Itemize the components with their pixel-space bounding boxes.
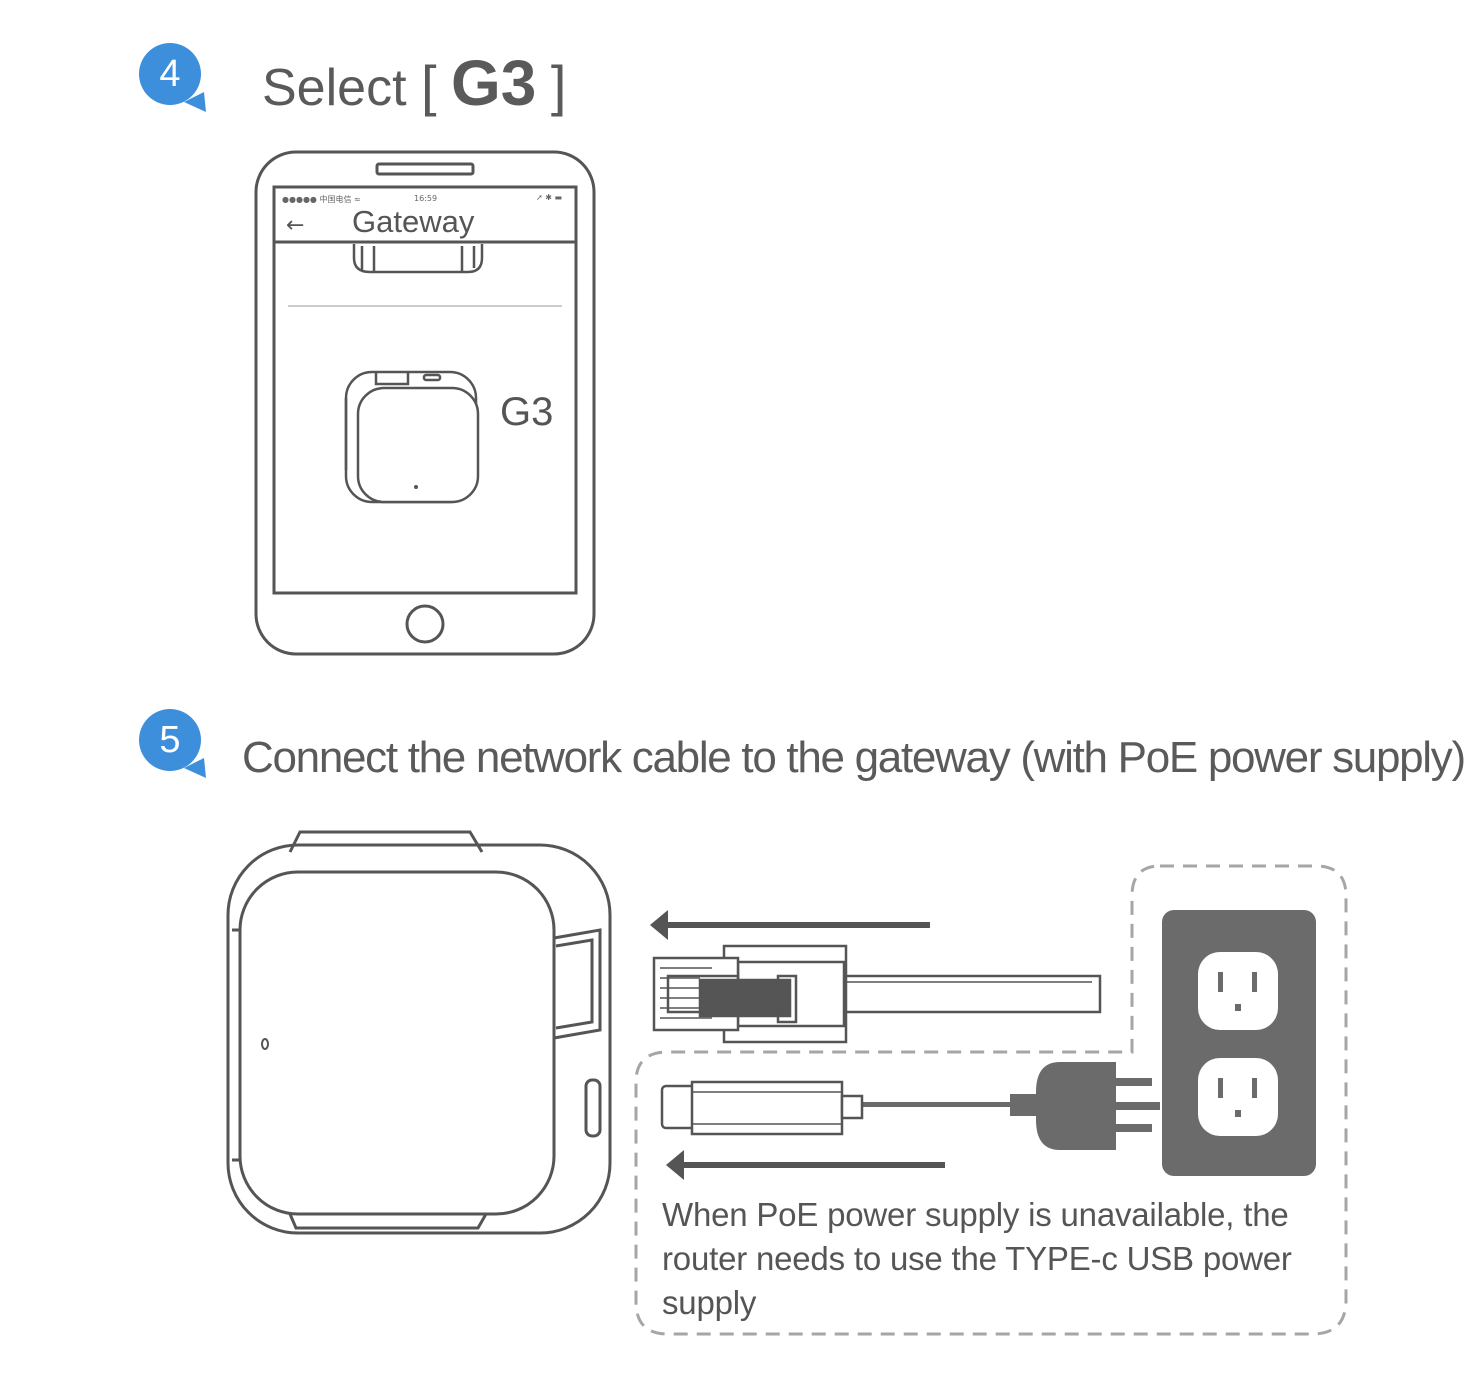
step-4-title-prefix: Select — [262, 59, 407, 117]
arrow-left-icon — [650, 910, 930, 940]
usb-power-note: When PoE power supply is unavailable, th… — [662, 1196, 1292, 1321]
status-indicators: ➚ ✱ ▬ — [536, 193, 563, 202]
ethernet-cable-icon — [652, 944, 1102, 1044]
bracket-close: ] — [550, 54, 567, 117]
arrow-left-icon[interactable]: ← — [286, 213, 305, 238]
step-4-model: G3 — [451, 47, 537, 119]
home-button-icon — [405, 604, 445, 644]
screen-title: Gateway — [352, 204, 475, 239]
step-5-title: Connect the network cable to the gateway… — [242, 733, 1466, 782]
device-item-g3[interactable]: G3 — [500, 390, 554, 434]
step-4-number: 4 — [159, 53, 181, 95]
badge-bubble-icon — [139, 43, 206, 112]
usb-c-cable-icon — [660, 1080, 864, 1136]
power-plug-icon — [860, 1062, 1160, 1150]
phone-illustration: ●●●●● 中国电信 ≈ 16:59 ➚ ✱ ▬ ← Gateway G3 — [254, 150, 596, 656]
power-outlet-icon — [1162, 910, 1316, 1176]
status-time: 16:59 — [414, 194, 438, 203]
status-carrier: ●●●●● 中国电信 ≈ — [282, 195, 361, 204]
badge-bubble-icon — [139, 709, 206, 778]
step-4-title: Select [ G3 ] — [262, 46, 566, 120]
step-4-badge: 4 — [138, 42, 206, 114]
gateway-device-icon — [226, 830, 612, 1235]
gateway-partial-icon — [352, 244, 484, 274]
g3-device-icon — [344, 370, 480, 504]
phone-frame-icon — [254, 150, 596, 656]
bracket-open: [ — [420, 54, 437, 117]
arrow-left-icon — [666, 1150, 945, 1180]
step-5-number: 5 — [159, 719, 181, 761]
step-5-badge: 5 — [138, 708, 206, 780]
